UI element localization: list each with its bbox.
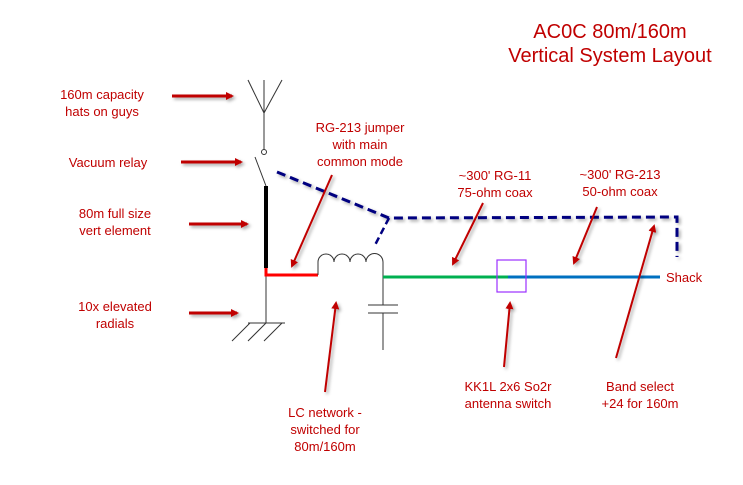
title-line-2: Vertical System Layout [508,45,712,67]
capacitor-icon [368,275,398,350]
arrow-band-select [615,224,657,359]
label-line: hats on guys [65,104,139,119]
arrow-rg213 [572,206,598,265]
label-line: ~300' RG-213 [579,167,661,182]
label-jumper: RG-213 jumper with main common mode [295,119,425,170]
label-line: ~300' RG-11 [458,168,532,183]
label-vert-element: 80m full size vert element [55,205,175,239]
label-line: Vacuum relay [68,155,148,170]
label-line: LC network - [288,405,362,420]
arrow-jumper [290,174,333,268]
label-shack: Shack [666,270,703,285]
label-line: 75-ohm coax [457,185,533,200]
label-line: 80m full size [78,206,152,221]
antenna-switch-box [496,259,527,293]
label-antenna-switch: KK1L 2x6 So2r antenna switch [448,378,568,412]
label-rg11: ~300' RG-11 75-ohm coax [440,167,550,201]
label-line: 80m/160m [294,439,356,454]
label-line: Band select [606,379,674,394]
label-line: +24 for 160m [601,396,679,411]
label-line: 160m capacity [60,87,144,102]
arrow-antenna-switch [503,301,514,368]
label-line: RG-213 jumper [315,120,405,135]
control-line [276,170,679,257]
label-rg213: ~300' RG-213 50-ohm coax [565,166,675,200]
label-line: switched for [290,422,360,437]
arrow-lc-network [324,301,340,393]
label-radials: 10x elevated radials [55,298,175,332]
label-line: KK1L 2x6 So2r [464,379,552,394]
label-line: radials [95,316,135,331]
label-line: with main [332,137,388,152]
label-line: 50-ohm coax [582,184,658,199]
label-line: antenna switch [464,396,552,411]
label-line: vert element [79,223,151,238]
diagram-title: AC0C 80m/160m Vertical System Layout [470,20,743,68]
inductor-icon [317,253,384,275]
vacuum-relay-switch [254,156,267,187]
label-line: 10x elevated [78,299,152,314]
label-lc-network: LC network - switched for 80m/160m [275,404,375,455]
label-band-select: Band select +24 for 160m [580,378,700,412]
ground-radials-icon [231,322,285,342]
label-vacuum-relay: Vacuum relay [48,154,168,171]
label-capacity-hats: 160m capacity hats on guys [42,86,162,120]
rg213-jumper-line [264,268,318,277]
capacity-hat-icon [247,79,283,155]
arrow-rg11 [452,202,484,266]
label-line: common mode [317,154,403,169]
title-line-1: AC0C 80m/160m [533,21,687,43]
control-line-to-network [372,217,391,248]
